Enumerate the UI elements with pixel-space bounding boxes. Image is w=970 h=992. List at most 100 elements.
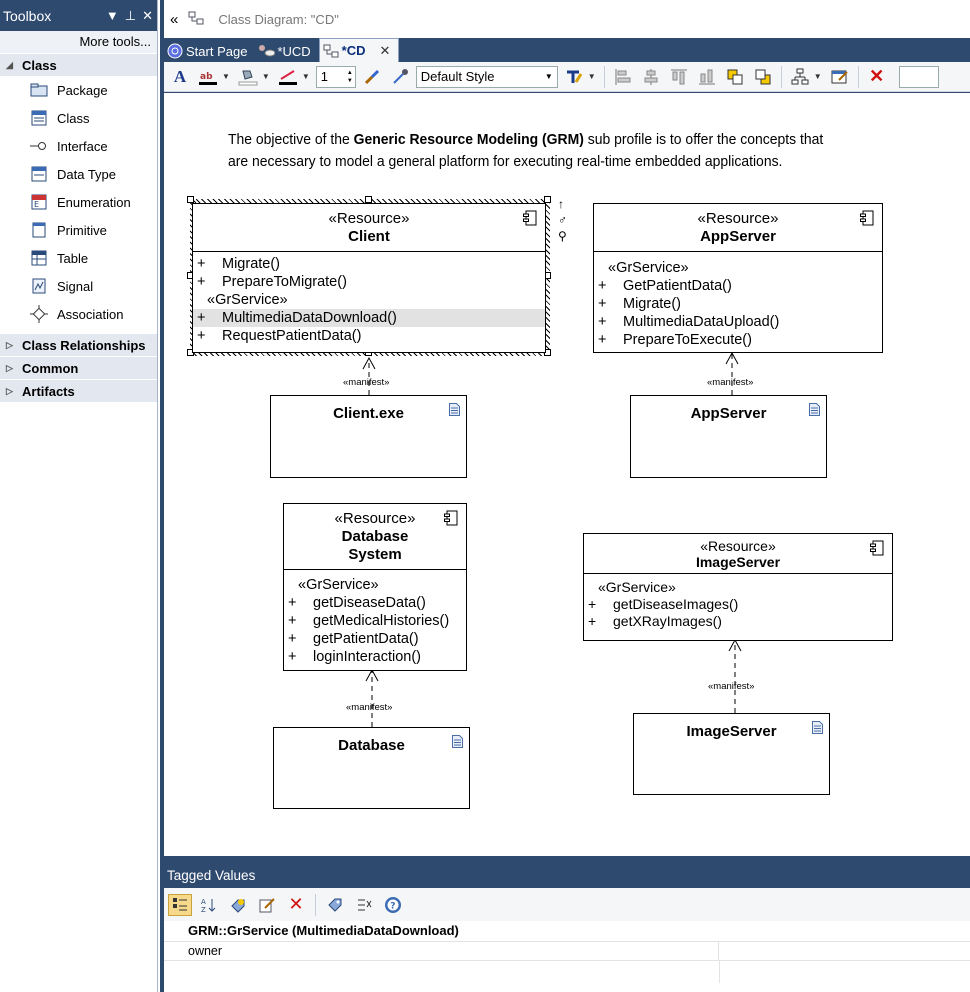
operation-login-interaction[interactable]: +loginInteraction() [284, 648, 466, 666]
operation-migrate[interactable]: +Migrate() [193, 255, 545, 273]
tagged-value-row-owner[interactable]: owner [164, 941, 970, 961]
item-label: Table [57, 250, 89, 266]
tag-icon[interactable] [323, 894, 347, 916]
artifact-client-exe[interactable]: Client.exe [270, 395, 467, 478]
tab-ucd[interactable]: *UCD [255, 40, 318, 62]
more-tools-link[interactable]: More tools... [0, 31, 157, 53]
send-to-back-icon[interactable] [751, 66, 775, 88]
font-icon[interactable]: A [173, 66, 187, 86]
font-color-icon[interactable]: ab [196, 66, 220, 88]
class-database-system[interactable]: «Resource» Database System «GrService» +… [283, 503, 467, 671]
apply-style-brush-icon[interactable] [360, 66, 384, 88]
operation-get-medical-histories[interactable]: +getMedicalHistories() [284, 612, 466, 630]
eyedropper-icon[interactable] [388, 66, 412, 88]
edit-tag-icon[interactable] [255, 894, 279, 916]
align-top-icon[interactable] [667, 66, 691, 88]
section-class-relationships[interactable]: ▷ Class Relationships [0, 334, 157, 356]
section-class[interactable]: ◢ Class [0, 54, 157, 76]
arrowhead-icon [362, 356, 376, 370]
help-icon[interactable]: ? [381, 894, 405, 916]
fill-color-icon[interactable] [236, 66, 260, 88]
operation-get-patient-data[interactable]: +getPatientData() [284, 630, 466, 648]
operation-prepare-to-migrate[interactable]: +PrepareToMigrate() [193, 273, 545, 291]
align-bottom-icon[interactable] [695, 66, 719, 88]
operation-migrate[interactable]: +Migrate() [594, 295, 882, 313]
save-style-icon[interactable] [562, 66, 586, 88]
operation-request-patient-data[interactable]: +RequestPatientData() [193, 327, 545, 345]
artifact-database[interactable]: Database [273, 727, 470, 809]
operation-get-disease-data[interactable]: +getDiseaseData() [284, 594, 466, 612]
line-color-icon[interactable] [276, 66, 300, 88]
pin-icon[interactable]: ⊥ [124, 7, 137, 23]
operation-get-patient-data[interactable]: +GetPatientData() [594, 277, 882, 295]
style-select[interactable]: Default Style ▼ [415, 65, 558, 88]
operation-multimedia-data-upload[interactable]: +MultimediaDataUpload() [594, 313, 882, 331]
toolbar-separator [857, 65, 859, 88]
class-client[interactable]: «Resource» Client +Migrate() +PrepareToM… [192, 203, 546, 353]
resize-handle[interactable] [365, 196, 372, 203]
quick-link-connector-icon[interactable]: ♂ [558, 213, 567, 227]
class-appserver[interactable]: «Resource» AppServer «GrService» +GetPat… [593, 203, 883, 353]
dropdown-arrow-icon[interactable]: ▼ [813, 72, 822, 81]
arrowhead-icon [725, 351, 739, 365]
tab-cd[interactable]: *CD ✕ [318, 38, 400, 62]
dropdown-arrow-icon[interactable]: ▼ [587, 72, 596, 81]
toolbar-search-input[interactable] [898, 65, 939, 88]
collapse-double-chevron-icon[interactable]: « [170, 10, 179, 28]
categorized-view-icon[interactable] [168, 893, 192, 916]
tagged-values-group[interactable]: GRM::GrService (MultimediaDataDownload) [164, 921, 970, 941]
align-left-icon[interactable] [611, 66, 635, 88]
layout-diagram-icon[interactable] [788, 66, 812, 88]
style-select-value: Default Style [420, 69, 495, 84]
delete-tag-icon[interactable]: ✕ [288, 894, 304, 914]
line-width-spinner[interactable]: 1 ▲▼ [315, 65, 356, 88]
toolbox-title: Toolbox [3, 7, 52, 24]
toolbox-item-association[interactable]: Association [0, 300, 157, 328]
operation-get-xray-images[interactable]: +getXRayImages() [584, 613, 892, 630]
toolbox-item-table[interactable]: Table [0, 244, 157, 272]
bring-to-front-icon[interactable] [723, 66, 747, 88]
new-tag-icon[interactable] [226, 894, 250, 916]
section-artifacts[interactable]: ▷ Artifacts [0, 380, 157, 402]
visibility-marker: + [598, 314, 607, 330]
spinner-arrows-icon[interactable]: ▲▼ [346, 69, 353, 84]
toolbox-item-package[interactable]: Package [0, 76, 157, 104]
align-center-icon[interactable] [639, 66, 663, 88]
zoom-icon[interactable]: ⚲ [558, 229, 567, 243]
toolbox-item-signal[interactable]: Signal [0, 272, 157, 300]
filter-tags-icon[interactable] [352, 894, 376, 916]
toolbox-item-interface[interactable]: Interface [0, 132, 157, 160]
close-icon[interactable]: ✕ [142, 7, 153, 23]
toolbox-item-primitive[interactable]: Primitive [0, 216, 157, 244]
operation-multimedia-data-download[interactable]: +MultimediaDataDownload() [193, 309, 545, 327]
dropdown-arrow-icon[interactable]: ▼ [261, 72, 270, 81]
tagged-value-value[interactable] [719, 942, 970, 960]
package-icon [30, 82, 48, 98]
operation-prepare-to-execute[interactable]: +PrepareToExecute() [594, 331, 882, 349]
toolbox-item-enumeration[interactable]: E Enumeration [0, 188, 157, 216]
section-common[interactable]: ▷ Common [0, 357, 157, 379]
tagged-values-header: Tagged Values [164, 864, 970, 888]
close-tab-icon[interactable]: ✕ [379, 42, 391, 58]
dropdown-icon[interactable]: ▼ [105, 7, 119, 23]
delete-icon[interactable]: ✕ [869, 66, 885, 86]
toolbox-item-class[interactable]: Class [0, 104, 157, 132]
artifact-name: AppServer [690, 405, 767, 422]
resize-handle[interactable] [544, 196, 551, 203]
operation-get-disease-images[interactable]: +getDiseaseImages() [584, 596, 892, 613]
dropdown-arrow-icon[interactable]: ▼ [222, 72, 230, 81]
stereotype-label: «Resource» [334, 510, 416, 527]
diagram-note-text[interactable]: The objective of the Generic Resource Mo… [228, 129, 842, 173]
class-imageserver[interactable]: «Resource» ImageServer «GrService» +getD… [583, 533, 893, 641]
dropdown-arrow-icon[interactable]: ▼ [301, 72, 310, 81]
diagram-properties-icon[interactable] [828, 66, 852, 88]
resize-handle[interactable] [187, 196, 194, 203]
tab-start-page[interactable]: Start Page [164, 40, 255, 62]
operation-label: GetPatientData() [623, 278, 732, 294]
toolbox-item-data-type[interactable]: Data Type [0, 160, 157, 188]
quick-link-arrow-icon[interactable]: ↑ [558, 197, 564, 211]
artifact-imageserver[interactable]: ImageServer [633, 713, 830, 795]
diagram-canvas[interactable]: The objective of the Generic Resource Mo… [164, 93, 970, 856]
artifact-appserver[interactable]: AppServer [630, 395, 827, 478]
